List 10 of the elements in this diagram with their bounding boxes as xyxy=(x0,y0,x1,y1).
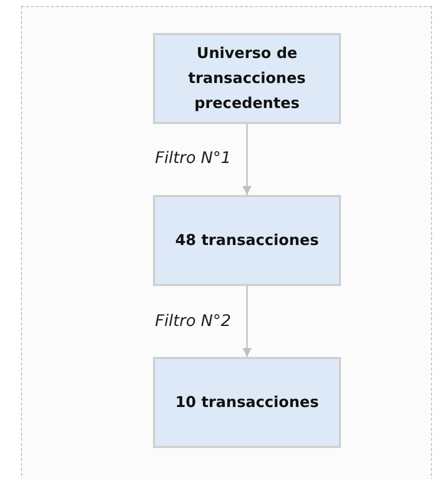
box-label: 48 transacciones xyxy=(175,230,319,251)
edge-label: Filtro N°1 xyxy=(154,148,231,167)
process-box xyxy=(153,195,341,286)
box-label: 10 transacciones xyxy=(175,392,319,413)
process-box xyxy=(153,357,341,448)
box-label: Universo de transacciones precedentes xyxy=(187,43,307,114)
arrow xyxy=(242,124,252,195)
arrow xyxy=(242,286,252,357)
process-box xyxy=(153,33,341,124)
edge-label: Filtro N°2 xyxy=(154,311,231,330)
